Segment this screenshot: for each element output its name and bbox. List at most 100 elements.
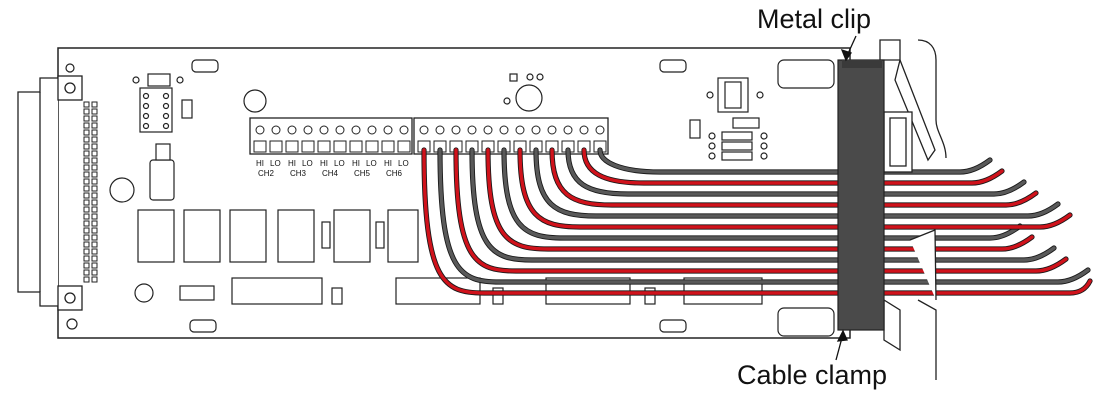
red-wire: [486, 148, 1034, 251]
cable-clamp-label: Cable clamp: [737, 360, 888, 390]
connector-pin: [91, 157, 98, 164]
terminal-screw: [335, 125, 345, 135]
connector-pin: [91, 171, 98, 178]
connector-pins: [83, 101, 98, 283]
terminal-screw: [255, 125, 265, 135]
terminal-screw: [287, 125, 297, 135]
terminal-slot: [397, 140, 411, 153]
connector-pin: [83, 178, 90, 185]
terminal-screw: [435, 125, 445, 135]
terminal-screw: [451, 125, 461, 135]
lo-label: LO: [398, 159, 409, 168]
connector-pin: [83, 115, 90, 122]
connector-pin: [83, 122, 90, 129]
terminal-screw: [419, 125, 429, 135]
lo-label: LO: [302, 159, 313, 168]
terminal-slot: [301, 140, 315, 153]
connector-pin: [91, 185, 98, 192]
connector-pin: [91, 255, 98, 262]
connector-pin: [83, 213, 90, 220]
metal-clip-label: Metal clip: [757, 4, 872, 34]
channel-label: CH2: [258, 169, 275, 178]
red-wire: [550, 148, 1038, 207]
connector-pin: [83, 185, 90, 192]
terminal-screw: [563, 125, 573, 135]
board-components: [132, 59, 835, 337]
connector-pin: [91, 269, 98, 276]
connector-pin: [91, 262, 98, 269]
terminal-screw: [579, 125, 589, 135]
terminal-screw: [367, 125, 377, 135]
terminal-screw: [399, 125, 409, 135]
channel-label: CH4: [322, 169, 339, 178]
terminal-block-left: [249, 117, 413, 155]
gray-wire: [470, 148, 1056, 262]
connector-pin: [83, 101, 90, 108]
connector-pin: [91, 129, 98, 136]
connector-pin: [91, 178, 98, 185]
hi-label: HI: [384, 159, 392, 168]
connector-pin: [91, 115, 98, 122]
connector-pin: [91, 234, 98, 241]
terminal-slot: [269, 140, 283, 153]
lo-label: LO: [334, 159, 345, 168]
terminal-screw: [515, 125, 525, 135]
connector-pin: [91, 276, 98, 283]
connector-pin: [91, 164, 98, 171]
connector-pin: [83, 108, 90, 115]
terminal-screw: [499, 125, 509, 135]
red-wire: [454, 148, 1068, 273]
terminal-screw: [531, 125, 541, 135]
metal-clip: [837, 59, 885, 331]
connector-pin: [83, 248, 90, 255]
connector-pin: [91, 136, 98, 143]
callout-leaders: [835, 35, 857, 361]
red-wire: [518, 148, 1072, 229]
terminal-screw: [351, 125, 361, 135]
terminal-block-right: [413, 117, 609, 155]
connector-pin: [83, 136, 90, 143]
cable-clamp: [842, 60, 882, 68]
connector-pin: [83, 206, 90, 213]
connector-pin: [83, 262, 90, 269]
terminal-screw: [383, 125, 393, 135]
hi-label: HI: [288, 159, 296, 168]
terminal-screw: [467, 125, 477, 135]
terminal-screw: [547, 125, 557, 135]
hi-label: HI: [352, 159, 360, 168]
connector-pin: [83, 220, 90, 227]
terminal-slot: [381, 140, 395, 153]
terminal-slot: [285, 140, 299, 153]
connector-pin: [91, 108, 98, 115]
connector-pin: [91, 248, 98, 255]
connector-pin: [83, 199, 90, 206]
gray-wire: [566, 148, 1026, 196]
mounting-bracket: [879, 39, 947, 380]
connector-pin: [91, 150, 98, 157]
red-wire: [582, 148, 1004, 185]
mounting-holes: [65, 63, 267, 330]
connector-pin: [83, 241, 90, 248]
terminal-slot: [317, 140, 331, 153]
terminal-screw: [483, 125, 493, 135]
connector-pin: [83, 192, 90, 199]
lo-label: LO: [366, 159, 377, 168]
connector-pin: [91, 206, 98, 213]
connector-pin: [91, 199, 98, 206]
connector-pin: [83, 171, 90, 178]
hi-label: HI: [256, 159, 264, 168]
gray-wire: [534, 148, 1060, 218]
connector-pin: [83, 129, 90, 136]
channel-label: CH3: [290, 169, 307, 178]
connector-pin: [91, 213, 98, 220]
connector-pin: [83, 150, 90, 157]
gray-wire: [598, 148, 992, 174]
connector-pin: [83, 157, 90, 164]
connector-pin: [83, 234, 90, 241]
channel-label: CH5: [354, 169, 371, 178]
connector-pin: [83, 164, 90, 171]
terminal-slot: [349, 140, 363, 153]
connector-pin: [83, 143, 90, 150]
